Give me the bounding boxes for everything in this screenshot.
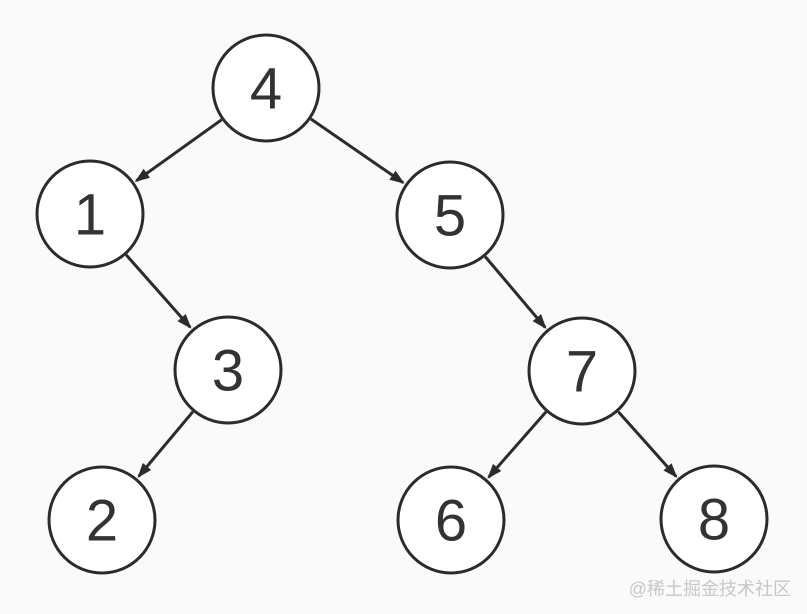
nodes-layer: 4 1 5 3 7 2 6 8 xyxy=(35,33,769,575)
node-label-4: 4 xyxy=(250,57,282,122)
edge-4-5 xyxy=(310,117,405,184)
tree-node-3: 3 xyxy=(173,315,283,425)
node-label-1: 1 xyxy=(74,183,106,248)
watermark: @稀土掘金技术社区 xyxy=(629,579,791,599)
node-label-8: 8 xyxy=(698,488,730,553)
node-circle-8 xyxy=(659,464,769,574)
tree-node-7: 7 xyxy=(527,316,637,426)
edge-4-1 xyxy=(134,118,223,183)
tree-node-8: 8 xyxy=(659,464,769,574)
tree-node-6: 6 xyxy=(396,465,506,575)
node-circle-7 xyxy=(527,316,637,426)
tree-node-2: 2 xyxy=(47,465,157,575)
edge-3-2 xyxy=(137,410,195,478)
node-circle-3 xyxy=(173,315,283,425)
node-circle-5 xyxy=(395,160,505,270)
node-label-5: 5 xyxy=(434,184,466,249)
edge-7-8 xyxy=(617,410,678,478)
tree-node-4: 4 xyxy=(211,33,321,143)
edges-layer xyxy=(124,117,678,479)
node-label-7: 7 xyxy=(566,340,598,405)
edge-1-3 xyxy=(124,253,192,329)
node-label-3: 3 xyxy=(212,339,244,404)
node-circle-4 xyxy=(211,33,321,143)
node-circle-2 xyxy=(47,465,157,575)
tree-node-5: 5 xyxy=(395,160,505,270)
edge-7-6 xyxy=(487,410,548,479)
node-circle-1 xyxy=(35,159,145,269)
node-label-6: 6 xyxy=(435,489,467,554)
node-circle-6 xyxy=(396,465,506,575)
tree-node-1: 1 xyxy=(35,159,145,269)
edge-5-7 xyxy=(484,255,547,330)
node-label-2: 2 xyxy=(86,489,118,554)
